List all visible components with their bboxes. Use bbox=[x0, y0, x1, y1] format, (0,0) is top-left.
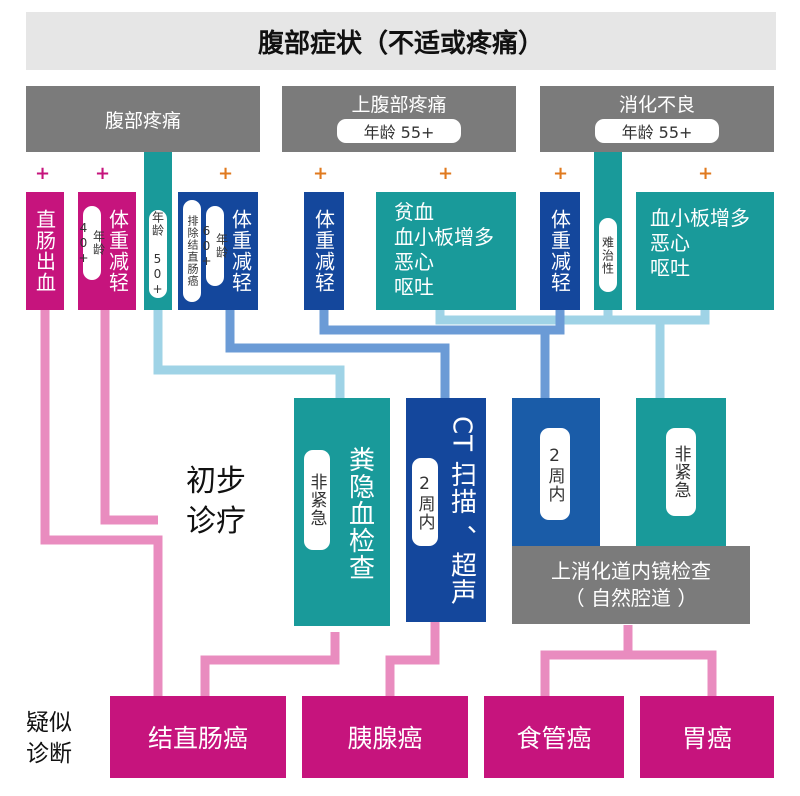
age-60-pill: 年龄 60+ bbox=[200, 206, 229, 286]
test-upper-gi-endoscopy-note: （ 自然腔道 ） bbox=[564, 586, 698, 610]
symptom-nausea-text: 恶心 bbox=[650, 231, 690, 255]
plus-sign: + bbox=[35, 163, 51, 184]
diagnosis-gastric-cancer: 胃癌 bbox=[640, 696, 774, 778]
symptom-anemia-group: 贫血 血小板增多 恶心 呕吐 bbox=[376, 192, 516, 310]
diagnosis-colorectal-cancer: 结直肠癌 bbox=[110, 696, 286, 778]
header-abdominal-pain-text: 腹部疼痛 bbox=[104, 109, 181, 132]
header-upper-abdominal-pain: 上腹部疼痛 年龄 55+ bbox=[282, 86, 516, 152]
two-weeks-pill: 2周内 bbox=[412, 458, 438, 546]
diagnosis-esophageal-cancer-text: 食管癌 bbox=[516, 724, 592, 753]
plus-sign: + bbox=[218, 163, 234, 184]
suspected-diagnosis-text: 诊断 bbox=[26, 741, 72, 767]
non-urgent-pill: 非紧急 bbox=[304, 450, 330, 550]
test-upper-gi-endoscopy-text: 上消化道内镜检查 bbox=[551, 559, 711, 583]
symptom-weight-loss-upper: 体重减轻 bbox=[304, 192, 344, 310]
test-ct-ultrasound: 2周内 CT 扫描 、超声 bbox=[406, 398, 486, 622]
plus-sign: + bbox=[698, 163, 714, 184]
header-dyspepsia: 消化不良 年龄 55+ bbox=[540, 86, 774, 152]
header-abdominal-pain: 腹部疼痛 bbox=[26, 86, 260, 152]
refractory-pill: 难治性 bbox=[599, 218, 617, 292]
symptom-weight-loss-age40: 年龄 40+ 体重减轻 bbox=[77, 192, 136, 310]
non-urgent-pill: 非紧急 bbox=[666, 428, 696, 516]
diagnosis-pancreatic-cancer: 胰腺癌 bbox=[302, 696, 468, 778]
initial-diagnosis-text: 初步 bbox=[186, 464, 246, 499]
symptom-weight-loss-text: 体重减轻 bbox=[228, 209, 253, 293]
symptom-weight-loss-dyspepsia: 体重减轻 bbox=[540, 192, 580, 310]
initial-diagnosis-text: 诊疗 bbox=[186, 504, 246, 539]
symptom-vomiting-text: 呕吐 bbox=[394, 275, 434, 299]
symptom-thrombocytosis-group: 血小板增多 恶心 呕吐 bbox=[636, 192, 774, 310]
symptom-rectal-bleeding: 直肠出血 bbox=[26, 192, 64, 310]
test-fecal-occult-blood: 非紧急 粪隐血检查 bbox=[294, 398, 390, 626]
plus-sign: + bbox=[313, 163, 329, 184]
suspected-diagnosis-label: 疑似 诊断 bbox=[26, 708, 96, 770]
chart-title: 腹部症状（不适或疼痛） bbox=[26, 12, 776, 70]
symptom-weight-loss-text: 体重减轻 bbox=[105, 209, 130, 293]
symptom-weight-loss-text: 体重减轻 bbox=[311, 209, 336, 293]
chart-title-text: 腹部症状（不适或疼痛） bbox=[257, 28, 544, 59]
header-upper-abdominal-pain-text: 上腹部疼痛 bbox=[351, 93, 447, 116]
symptom-age50: 年龄 50+ bbox=[144, 152, 172, 310]
plus-sign: + bbox=[553, 163, 569, 184]
symptom-weight-loss-age60: 排除结直肠癌 年龄 60+ 体重减轻 bbox=[178, 192, 258, 310]
test-upper-gi-2weeks: 2周内 bbox=[512, 398, 600, 546]
symptom-refractory: 难治性 bbox=[594, 152, 622, 310]
diagnosis-colorectal-cancer-text: 结直肠癌 bbox=[147, 724, 248, 753]
symptom-anemia-text: 贫血 bbox=[394, 200, 434, 224]
diagnosis-esophageal-cancer: 食管癌 bbox=[484, 696, 624, 778]
two-weeks-pill: 2周内 bbox=[540, 428, 570, 520]
test-upper-gi-non-urgent: 非紧急 bbox=[636, 398, 726, 546]
symptom-thrombocytosis-text: 血小板增多 bbox=[650, 206, 750, 230]
plus-sign: + bbox=[95, 163, 111, 184]
age-40-pill: 年龄 40+ bbox=[77, 206, 106, 280]
diagnosis-gastric-cancer-text: 胃癌 bbox=[681, 724, 732, 753]
exclude-colorectal-pill: 排除结直肠癌 bbox=[183, 200, 201, 302]
header-dyspepsia-text: 消化不良 bbox=[618, 93, 695, 116]
age-50-pill: 年龄 50+ bbox=[149, 210, 167, 298]
suspected-diagnosis-text: 疑似 bbox=[26, 710, 72, 736]
symptom-vomiting-text: 呕吐 bbox=[650, 256, 690, 280]
symptom-nausea-text: 恶心 bbox=[394, 250, 434, 274]
age-55-pill-1: 年龄 55+ bbox=[337, 119, 461, 143]
initial-diagnosis-label: 初步 诊疗 bbox=[186, 462, 276, 542]
age-55-pill-2: 年龄 55+ bbox=[595, 119, 719, 143]
plus-sign: + bbox=[438, 163, 454, 184]
test-fecal-occult-blood-text: 粪隐血检查 bbox=[344, 445, 375, 581]
diagnosis-pancreatic-cancer-text: 胰腺癌 bbox=[347, 724, 423, 753]
test-upper-gi-endoscopy: 上消化道内镜检查 （ 自然腔道 ） bbox=[512, 546, 750, 624]
symptom-rectal-bleeding-text: 直肠出血 bbox=[32, 209, 57, 293]
test-ct-ultrasound-text: CT 扫描 、超声 bbox=[446, 416, 477, 606]
symptom-thrombocytosis-text: 血小板增多 bbox=[394, 225, 494, 249]
symptom-weight-loss-text: 体重减轻 bbox=[547, 209, 572, 293]
